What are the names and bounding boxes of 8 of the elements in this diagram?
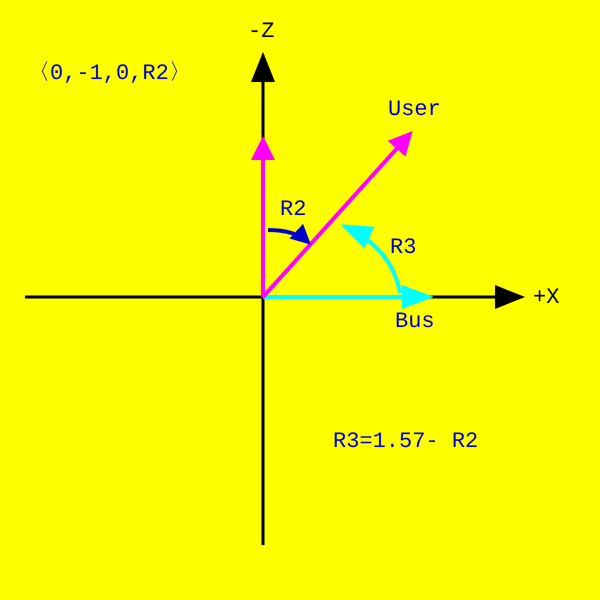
angle-label: R3 — [390, 236, 416, 260]
vector-label: User — [388, 98, 441, 122]
axis-label: -Z — [248, 20, 274, 44]
formula-text: R3=1.57- R2 — [333, 430, 478, 454]
vector-label: Bus — [395, 310, 435, 334]
angle-label: R2 — [280, 198, 306, 222]
axis-label: +X — [533, 286, 560, 310]
vector-label: 〈0,-1,0,R2〉 — [28, 62, 191, 86]
